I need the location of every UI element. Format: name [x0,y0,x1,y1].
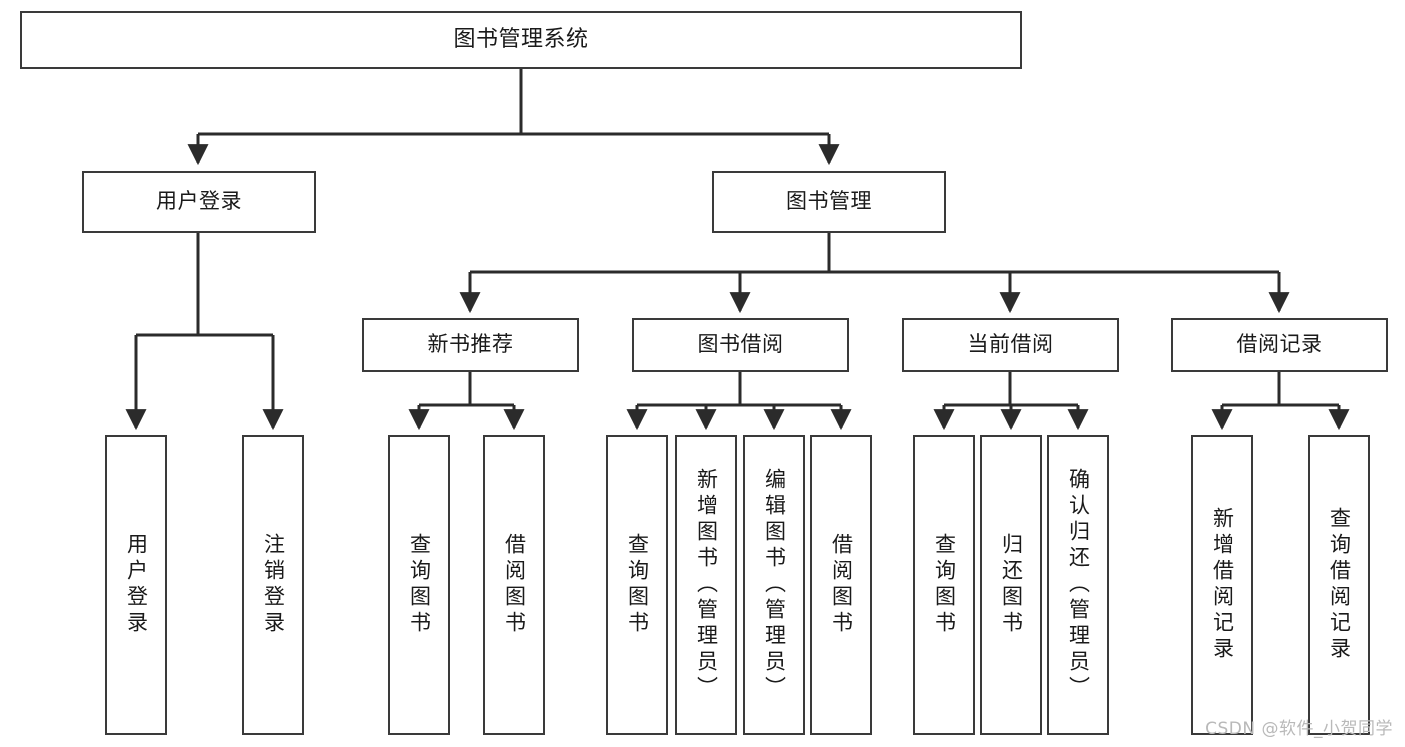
node-user-login[interactable]: 用户登录 [82,171,316,233]
node-label: 图书管理系统 [453,26,589,52]
node-new-book-recommendation[interactable]: 新书推荐 [362,318,579,372]
leaf-query-book-borrowing[interactable]: 查询图书 [606,435,668,735]
leaf-user-login[interactable]: 用户登录 [105,435,167,735]
node-label: 查询图书 [625,533,650,637]
node-book-borrowing[interactable]: 图书借阅 [632,318,849,372]
node-label: 查询图书 [932,533,957,637]
leaf-borrow-book-recommendation[interactable]: 借阅图书 [483,435,545,735]
node-label: 归还图书 [999,533,1024,637]
node-label: 新书推荐 [427,332,514,357]
leaf-add-book-admin[interactable]: 新增图书（管理员） [675,435,737,735]
node-label: 编辑图书（管理员） [762,468,787,702]
node-label: 图书管理 [786,189,872,214]
node-label: 新增图书（管理员） [694,468,719,702]
node-label: 当前借阅 [967,332,1054,357]
node-label: 用户登录 [156,189,242,214]
leaf-edit-book-admin[interactable]: 编辑图书（管理员） [743,435,805,735]
leaf-return-book[interactable]: 归还图书 [980,435,1042,735]
node-label: 新增借阅记录 [1210,507,1235,663]
csdn-watermark: CSDN @软件_小贺同学 [1205,719,1393,739]
node-current-borrowing[interactable]: 当前借阅 [902,318,1119,372]
leaf-confirm-return-admin[interactable]: 确认归还（管理员） [1047,435,1109,735]
node-label: 查询借阅记录 [1327,507,1352,663]
leaf-logout[interactable]: 注销登录 [242,435,304,735]
leaf-add-borrowing-record[interactable]: 新增借阅记录 [1191,435,1253,735]
node-label: 用户登录 [124,533,149,637]
leaf-borrow-book-borrowing[interactable]: 借阅图书 [810,435,872,735]
node-label: 查询图书 [407,533,432,637]
node-label: 注销登录 [261,533,286,637]
node-label: 借阅记录 [1236,332,1323,357]
leaf-query-book-recommendation[interactable]: 查询图书 [388,435,450,735]
node-borrowing-record[interactable]: 借阅记录 [1171,318,1388,372]
node-root-book-management-system[interactable]: 图书管理系统 [20,11,1022,69]
node-label: 借阅图书 [829,533,854,637]
node-book-management[interactable]: 图书管理 [712,171,946,233]
leaf-query-borrowing-record[interactable]: 查询借阅记录 [1308,435,1370,735]
node-label: 图书借阅 [697,332,784,357]
leaf-query-book-current[interactable]: 查询图书 [913,435,975,735]
node-label: 借阅图书 [502,533,527,637]
node-label: 确认归还（管理员） [1066,468,1091,702]
